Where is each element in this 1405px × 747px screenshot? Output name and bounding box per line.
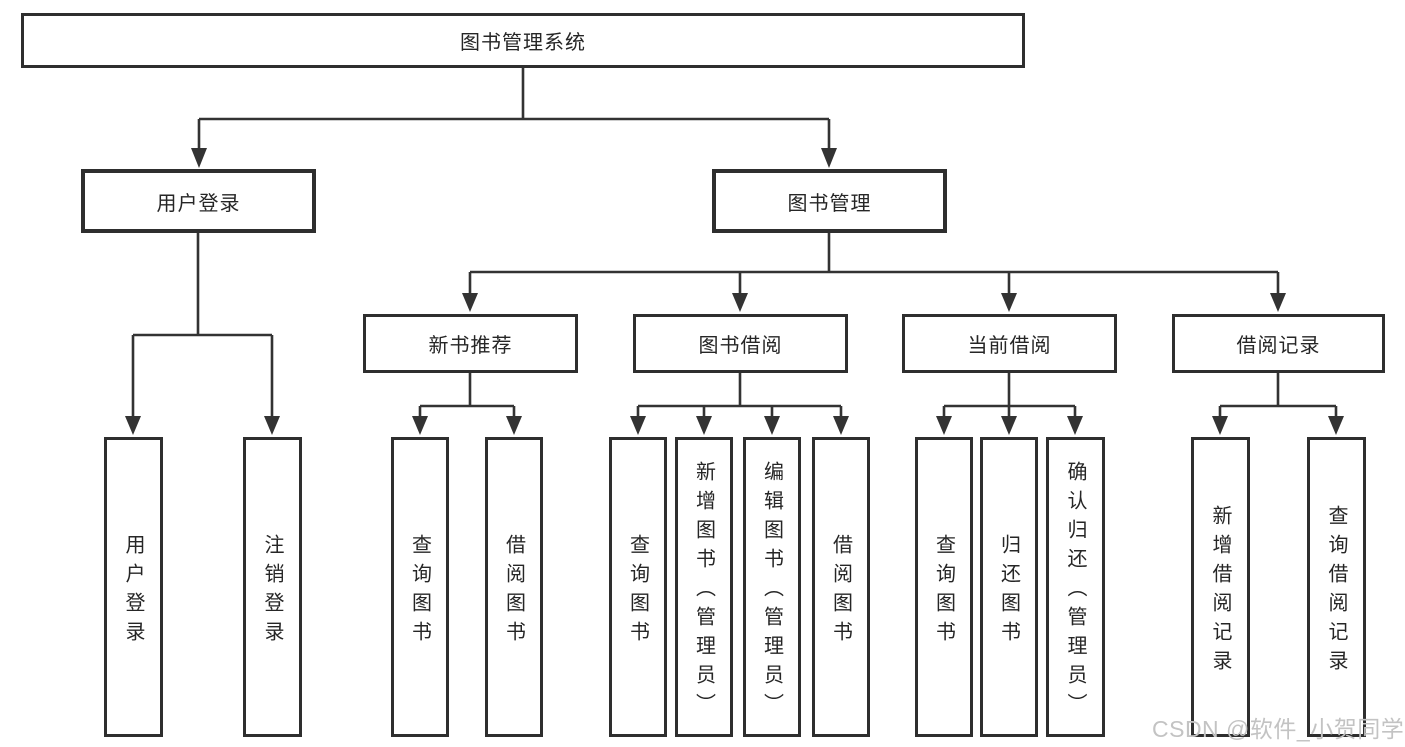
leaf-label: 查询图书 — [408, 533, 431, 650]
leaf-label: 借阅图书 — [829, 533, 852, 650]
arrow-icon — [630, 416, 646, 435]
node-root-system: 图书管理系统 — [21, 13, 1025, 68]
arrow-icon — [821, 148, 837, 168]
leaf-label: 借阅图书 — [502, 533, 525, 650]
leaf-label: 查询借阅记录 — [1325, 504, 1347, 679]
arrow-icon — [264, 416, 280, 435]
arrow-icon — [1328, 416, 1344, 435]
node-user-login: 用户登录 — [81, 169, 316, 233]
arrow-icon — [1270, 293, 1286, 312]
leaf-query-books-1: 查询图书 — [391, 437, 449, 737]
arrow-icon — [506, 416, 522, 435]
leaf-label: 注销登录 — [261, 533, 283, 650]
root-stem-line — [197, 68, 831, 150]
node-new-book-recommend: 新书推荐 — [363, 314, 578, 373]
leaf-label: 新增借阅记录 — [1209, 504, 1231, 679]
node-book-borrow: 图书借阅 — [633, 314, 848, 373]
csdn-watermark: CSDN @软件_小贺同学 — [1152, 716, 1405, 742]
leaf-edit-books-admin: 编辑图书（管理员） — [743, 437, 801, 737]
leaf-user-login: 用户登录 — [104, 437, 163, 737]
leaf-borrow-books-2: 借阅图书 — [812, 437, 870, 737]
borrow-records-branch-line — [1218, 373, 1338, 418]
leaf-label: 确认归还（管理员） — [1064, 461, 1086, 722]
leaf-label: 查询图书 — [932, 533, 955, 650]
arrow-icon — [1001, 293, 1017, 312]
leaf-add-books-admin: 新增图书（管理员） — [675, 437, 733, 737]
arrow-icon — [833, 416, 849, 435]
arrow-icon — [936, 416, 952, 435]
arrow-icon — [462, 293, 478, 312]
arrow-icon — [191, 148, 207, 168]
node-label: 图书借阅 — [698, 335, 783, 357]
node-book-management: 图书管理 — [712, 169, 947, 233]
arrow-icon — [412, 416, 428, 435]
leaf-label: 用户登录 — [122, 533, 144, 650]
arrow-icon — [1067, 416, 1083, 435]
arrow-icon — [764, 416, 780, 435]
arrow-icon — [696, 416, 712, 435]
node-borrow-records: 借阅记录 — [1172, 314, 1385, 373]
node-label: 图书管理 — [787, 192, 872, 215]
arrow-icon — [1212, 416, 1228, 435]
user-login-branch-line — [131, 233, 274, 418]
leaf-query-books-2: 查询图书 — [609, 437, 667, 737]
leaf-query-books-3: 查询图书 — [915, 437, 973, 737]
arrow-icon — [732, 293, 748, 312]
leaf-borrow-books-1: 借阅图书 — [485, 437, 543, 737]
node-label: 借阅记录 — [1236, 335, 1321, 357]
leaf-label: 归还图书 — [997, 533, 1020, 650]
leaf-return-books: 归还图书 — [980, 437, 1038, 737]
leaf-confirm-return-admin: 确认归还（管理员） — [1046, 437, 1105, 737]
arrow-icon — [125, 416, 141, 435]
leaf-label: 编辑图书（管理员） — [760, 461, 783, 722]
book-borrow-branch-line — [636, 373, 843, 418]
node-label: 当前借阅 — [967, 335, 1052, 357]
leaf-label: 查询图书 — [626, 533, 649, 650]
node-label: 图书管理系统 — [460, 32, 586, 54]
leaf-logout: 注销登录 — [243, 437, 302, 737]
book-mgmt-branch-line — [468, 233, 1280, 295]
leaf-add-borrow-record: 新增借阅记录 — [1191, 437, 1250, 737]
leaf-label: 新增图书（管理员） — [692, 461, 715, 722]
node-current-borrow: 当前借阅 — [902, 314, 1117, 373]
leaf-query-borrow-record: 查询借阅记录 — [1307, 437, 1366, 737]
node-label: 新书推荐 — [428, 335, 513, 357]
current-borrow-branch-line — [942, 373, 1077, 418]
node-label: 用户登录 — [156, 192, 241, 215]
arrow-icon — [1001, 416, 1017, 435]
new-book-branch-line — [418, 373, 516, 418]
